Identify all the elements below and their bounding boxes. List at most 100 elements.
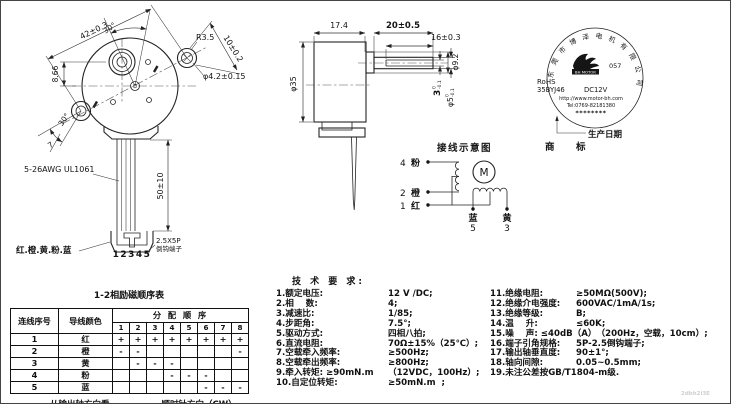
spec-line: 14.温 升:≤60K; [490, 318, 728, 330]
spec-value: 5P-2.5倒钩端子; [576, 338, 645, 349]
motor-symbol: M [479, 167, 488, 179]
spec-value: B; [576, 308, 586, 319]
wire-no-cell: 3 [10, 357, 59, 370]
spec-label: 5.驱动方式: [276, 328, 324, 339]
seq-cell [214, 369, 232, 382]
side-view: 17.4 20±0.5 16±0.3 φ35 φ9.2 3 0 -0.1 φ5 … [289, 21, 461, 211]
spec-line: 6.直流电阻: 70Ω±15%（25℃）; [276, 338, 490, 350]
col-header-wire-no: 连线序号 [10, 308, 59, 334]
footer-view-label: 从输出轴方向看 [50, 398, 110, 404]
dim-flat-length: 16±0.3 [431, 33, 461, 42]
spec-value: 12 V /DC; [388, 289, 433, 299]
step-header: 8 [230, 322, 250, 334]
terminal-5-dot [471, 207, 475, 211]
dim-shaft-tol-lower: -0.1 [450, 88, 456, 97]
spec-label: 13.绝缘等级: [490, 308, 544, 319]
spec-line: 17.输出轴垂直度:90±1°; [490, 349, 728, 359]
connector-spec-line2: 倒钩端子 [156, 244, 183, 253]
website: http://www.motor-bh.com [559, 96, 623, 102]
spec-line: 11.绝缘电阻:≥50MΩ(500V); [490, 289, 728, 300]
rohs-label: RoHS [537, 78, 556, 86]
step-header: 3 [146, 322, 164, 334]
step-header: 6 [197, 322, 215, 334]
spec-line: 9.牵入转矩: ≥90mN.m （12VDC，100Hz）; [276, 368, 490, 379]
step-header: 1 [112, 322, 130, 334]
spec-label: 10.自定位转矩: [276, 378, 338, 389]
terminal-1-color: 红 [411, 200, 420, 212]
spec-value: 70Ω±15%（25℃）; [388, 338, 479, 349]
wire-no-cell: 1 [10, 333, 59, 346]
wire-color-cell: 橙 [58, 345, 113, 358]
wire-no-cell: 2 [10, 345, 59, 358]
seq-cell [180, 381, 198, 394]
terminal-4-color: 粉 [411, 157, 420, 169]
spec-line: 12.绝缘介电强度:600VAC/1mA/1s; [490, 298, 728, 310]
seq-cell [129, 381, 147, 394]
seq-cell [197, 357, 215, 370]
col-header-sequence: 分 配 顺 序 [111, 308, 250, 323]
seq-cell [146, 345, 164, 358]
spec-value: （200Hz，空载，10cm）; [596, 328, 708, 339]
spec-label: 6.直流电阻: [276, 338, 324, 349]
spec-label: 18.轴向间隙: [490, 358, 544, 369]
step-header: 2 [129, 322, 147, 334]
terminal-2-color: 橙 [411, 187, 421, 199]
spec-label: 9.牵入转矩: ≥90mN.m [276, 368, 374, 379]
spec-label: 1.额定电压: [276, 289, 324, 299]
spec-label: 19.未注公差按GB/T1804-m级. [490, 368, 620, 379]
telephone: Tel:0769-82181380 [566, 103, 615, 109]
dim-offset: 8.66 [51, 65, 60, 82]
spec-label: 4.步距角: [276, 318, 315, 329]
seq-cell: + [230, 333, 250, 346]
spec-value: 1/85; [388, 308, 413, 319]
terminal-1-number: 1 [400, 202, 406, 212]
serial-mask: ******** [575, 109, 606, 117]
dim-shaft-dia: φ5 [446, 97, 455, 107]
logo-banner [572, 69, 599, 75]
seq-cell: - [163, 369, 181, 382]
wire-no-cell: 5 [10, 381, 59, 394]
seq-cell: + [129, 333, 147, 346]
spec-value: （12VDC，100Hz）; [388, 368, 480, 379]
dim-flat-tol-lower: -0.1 [437, 80, 443, 89]
spec-label: 12.绝缘介电强度: [490, 298, 561, 309]
dim-ear-radius: R3.5 [196, 33, 214, 42]
seq-cell: + [112, 333, 130, 346]
seq-cell: - [180, 369, 198, 382]
spec-label: 8.空载牵出频率: [276, 358, 341, 369]
spec-value: 90±1°; [576, 348, 609, 359]
seq-cell: + [146, 333, 164, 346]
connector-spec-line1: 2.5X5P [156, 237, 181, 245]
seq-cell [214, 357, 232, 370]
seq-cell: + [214, 333, 232, 346]
connector-pin-numbers: 12345 [113, 250, 152, 260]
dim-shaft-tol-upper: 0 [445, 94, 451, 97]
seq-cell: - [197, 381, 215, 394]
spec-line: 5.驱动方式:四相八拍; [276, 328, 490, 340]
spec-line: 13.绝缘等级: B; [490, 308, 728, 320]
specs-col-left: 1.额定电压:12 V /DC;2.相 数:4;3.减速比:1/85;4.步距角… [276, 289, 490, 389]
spec-label: 2.相 数: [276, 298, 318, 309]
step-header: 5 [180, 322, 198, 334]
seq-cell [163, 345, 181, 358]
spec-value: ≤60K; [576, 318, 606, 329]
bird-logo-icon [573, 53, 599, 74]
seq-cell [197, 345, 215, 358]
col-header-wire-color: 导线颜色 [58, 308, 113, 334]
certification-code: 057 [609, 62, 621, 70]
terminal-4-number: 4 [400, 159, 406, 169]
model-number: 35BYJ46 [537, 86, 565, 94]
company-arc-text: 东莞市博泽电机有限公司 [546, 31, 644, 92]
spec-label: 3.减速比: [276, 308, 315, 319]
spec-value: ≥500Hz; [388, 348, 429, 359]
terminal-3-color: 黄 [502, 212, 511, 224]
seq-cell [163, 381, 181, 394]
dim-slot-width: 7 [46, 140, 55, 150]
